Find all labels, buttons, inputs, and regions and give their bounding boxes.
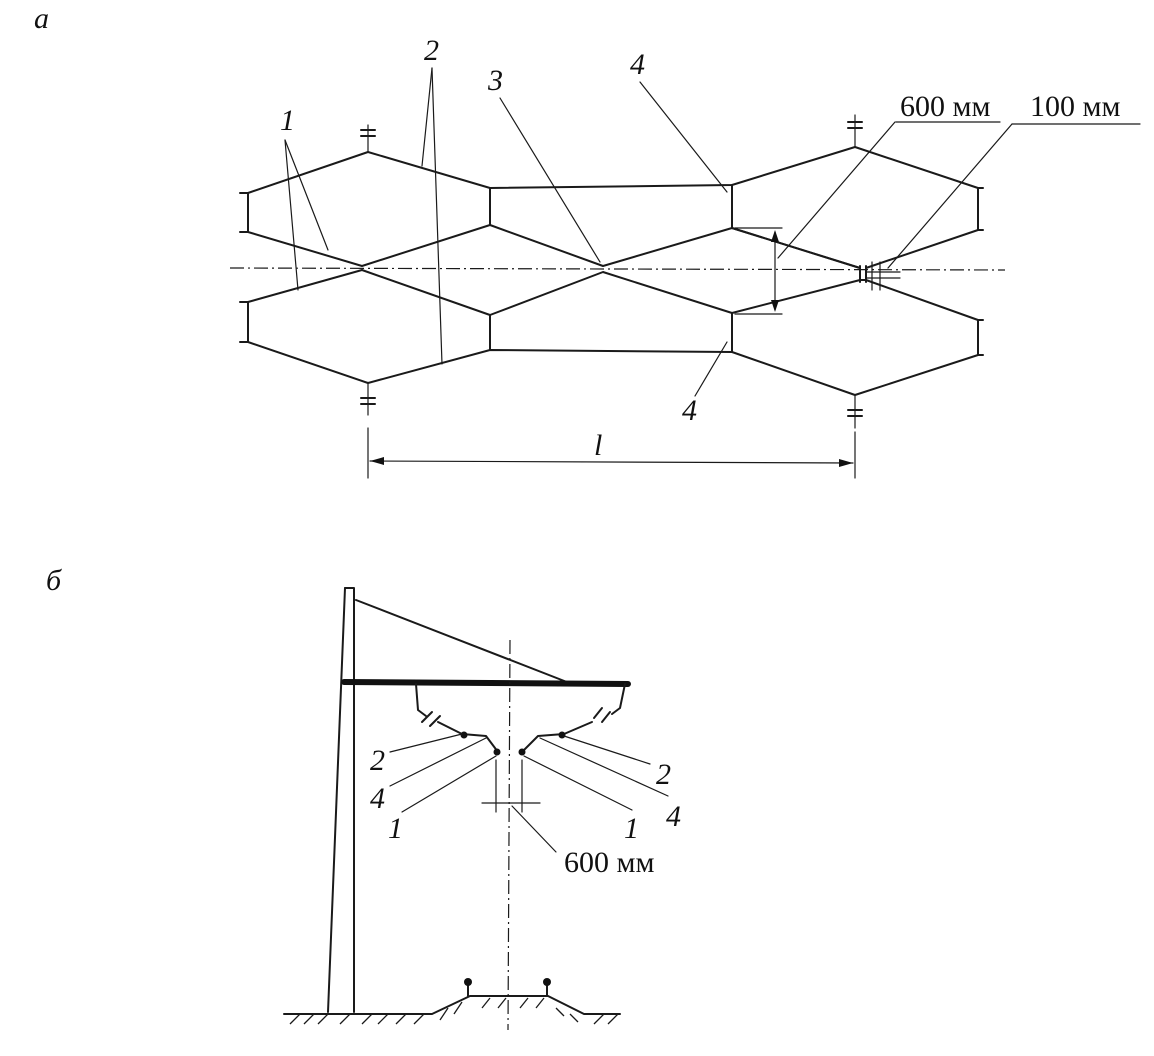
rail-left-head bbox=[464, 978, 472, 986]
leader-4-bottom bbox=[694, 341, 728, 397]
leader-left-4 bbox=[389, 737, 487, 787]
leader-1a bbox=[284, 139, 329, 251]
right-insulator-b bbox=[601, 711, 611, 723]
leader-100 bbox=[887, 123, 1013, 269]
b-label-right-2: 2 bbox=[656, 758, 671, 791]
panel-a: а bbox=[34, 2, 1141, 479]
b-label-600mm: 600 мм bbox=[564, 846, 654, 879]
leader-right-1 bbox=[523, 755, 633, 811]
leader-right-2 bbox=[563, 735, 651, 765]
left-insulator-b bbox=[429, 715, 441, 727]
left-dot-1 bbox=[493, 748, 501, 756]
label-2: 2 bbox=[424, 34, 439, 67]
pole-left-edge bbox=[327, 587, 346, 1013]
label-1: 1 bbox=[280, 104, 295, 137]
leader-3 bbox=[499, 97, 601, 263]
leader-right-4 bbox=[539, 737, 669, 797]
leader-2a bbox=[421, 67, 433, 167]
span-dim-line bbox=[369, 460, 854, 464]
upper-contact-lower-edge bbox=[239, 224, 861, 269]
leader-left-2 bbox=[389, 733, 463, 753]
b-label-left-4: 4 bbox=[370, 782, 385, 815]
leader-600 bbox=[777, 121, 896, 259]
label-4-bottom: 4 bbox=[682, 394, 697, 427]
span-arrow-right bbox=[839, 459, 853, 467]
right-dot-2 bbox=[558, 731, 566, 739]
label-600mm: 600 мм bbox=[900, 90, 990, 123]
upper-contact-polygon bbox=[239, 146, 984, 194]
right-dot-1 bbox=[518, 748, 526, 756]
insulator-top-left bbox=[360, 124, 376, 153]
label-span-l: l bbox=[594, 429, 602, 462]
dim-600-arrow-top bbox=[771, 230, 779, 242]
upper-to-offset bbox=[731, 227, 861, 269]
cantilever-brace bbox=[355, 599, 573, 685]
right-wire bbox=[521, 721, 593, 753]
panel-b: б 2 bbox=[46, 564, 681, 1031]
b-label-left-2: 2 bbox=[370, 744, 385, 777]
panel-a-letter: а bbox=[34, 2, 49, 35]
b-leader-600 bbox=[511, 805, 557, 853]
panel-b-track-axis bbox=[507, 639, 511, 1031]
b-label-right-4: 4 bbox=[666, 800, 681, 833]
right-hanger bbox=[611, 683, 626, 715]
b-label-left-1: 1 bbox=[388, 812, 403, 845]
dim-600-arrow-bottom bbox=[771, 300, 779, 312]
left-dot-2 bbox=[460, 731, 468, 739]
upper-right-return bbox=[865, 229, 979, 269]
left-wire bbox=[437, 721, 499, 753]
label-4-top: 4 bbox=[630, 48, 645, 81]
panel-b-letter: б bbox=[46, 564, 62, 597]
leader-4-top bbox=[639, 81, 728, 193]
span-arrow-left bbox=[370, 457, 384, 465]
insulator-top-right bbox=[847, 114, 863, 148]
lower-contact-upper-edge bbox=[239, 269, 984, 321]
right-insulator-a bbox=[593, 707, 603, 719]
ground-profile bbox=[283, 995, 621, 1015]
leader-2b bbox=[431, 67, 443, 365]
insulator-bottom-left bbox=[360, 382, 376, 416]
left-insulator-a bbox=[421, 711, 433, 723]
leader-left-1 bbox=[401, 755, 497, 813]
rail-right-head bbox=[543, 978, 551, 986]
b-label-right-1: 1 bbox=[624, 812, 639, 845]
left-hanger bbox=[415, 683, 427, 717]
label-3: 3 bbox=[487, 64, 503, 97]
lower-contact-polygon bbox=[239, 341, 984, 396]
pole-right-edge bbox=[344, 587, 355, 1013]
track-axis bbox=[229, 267, 1006, 271]
insulator-bottom-right bbox=[847, 394, 863, 429]
cantilever-beam bbox=[341, 679, 631, 687]
ground-hatching bbox=[289, 997, 619, 1025]
label-100mm: 100 мм bbox=[1030, 90, 1120, 123]
leader-1b bbox=[284, 139, 299, 291]
